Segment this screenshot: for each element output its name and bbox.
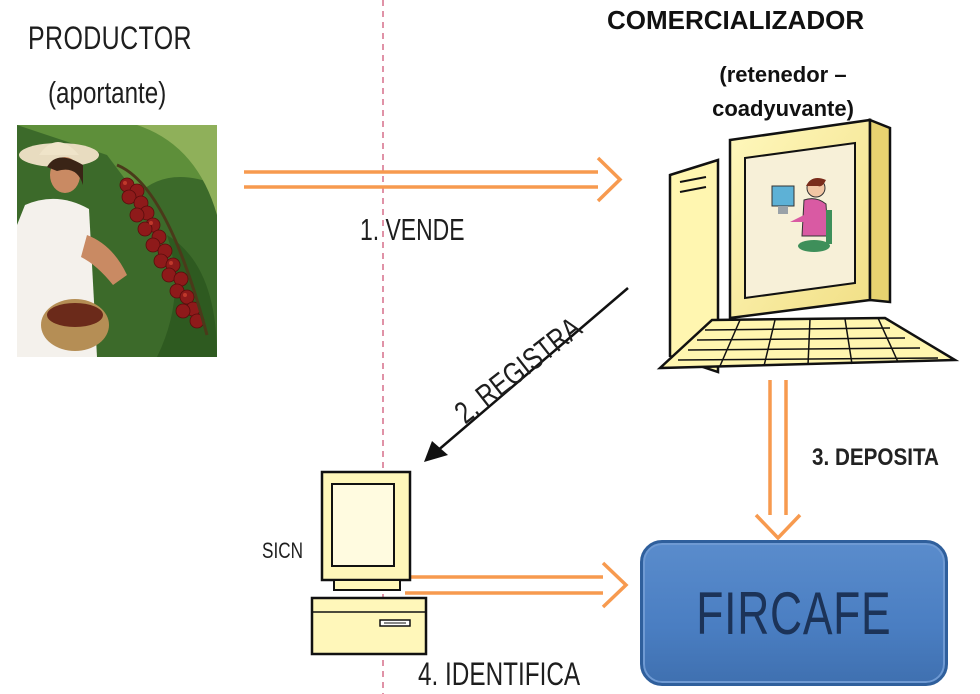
step-deposita-label: 3. DEPOSITA [812, 444, 939, 471]
productor-subtitle: (aportante) [48, 75, 167, 110]
arrow-identifica [405, 561, 629, 609]
sicn-computer-icon [310, 470, 428, 656]
sicn-label: SICN [262, 538, 303, 563]
fircafe-label: FIRCAFE [696, 579, 892, 647]
arrow-vende [244, 156, 623, 203]
desktop-computer-icon [656, 118, 960, 374]
step-vende-label: 1. VENDE [360, 212, 465, 247]
productor-title: PRODUCTOR [28, 20, 192, 56]
comercializador-title: COMERCIALIZADOR [607, 5, 865, 35]
comercializador-subtitle: (retenedor – coadyuvante) [712, 62, 854, 121]
arrow-deposita [754, 380, 802, 541]
coffee-farmer-photo [17, 125, 217, 357]
step-identifica-label: 4. IDENTIFICA [418, 656, 581, 692]
fircafe-box: FIRCAFE [640, 540, 948, 686]
arrow-registra [424, 287, 629, 462]
